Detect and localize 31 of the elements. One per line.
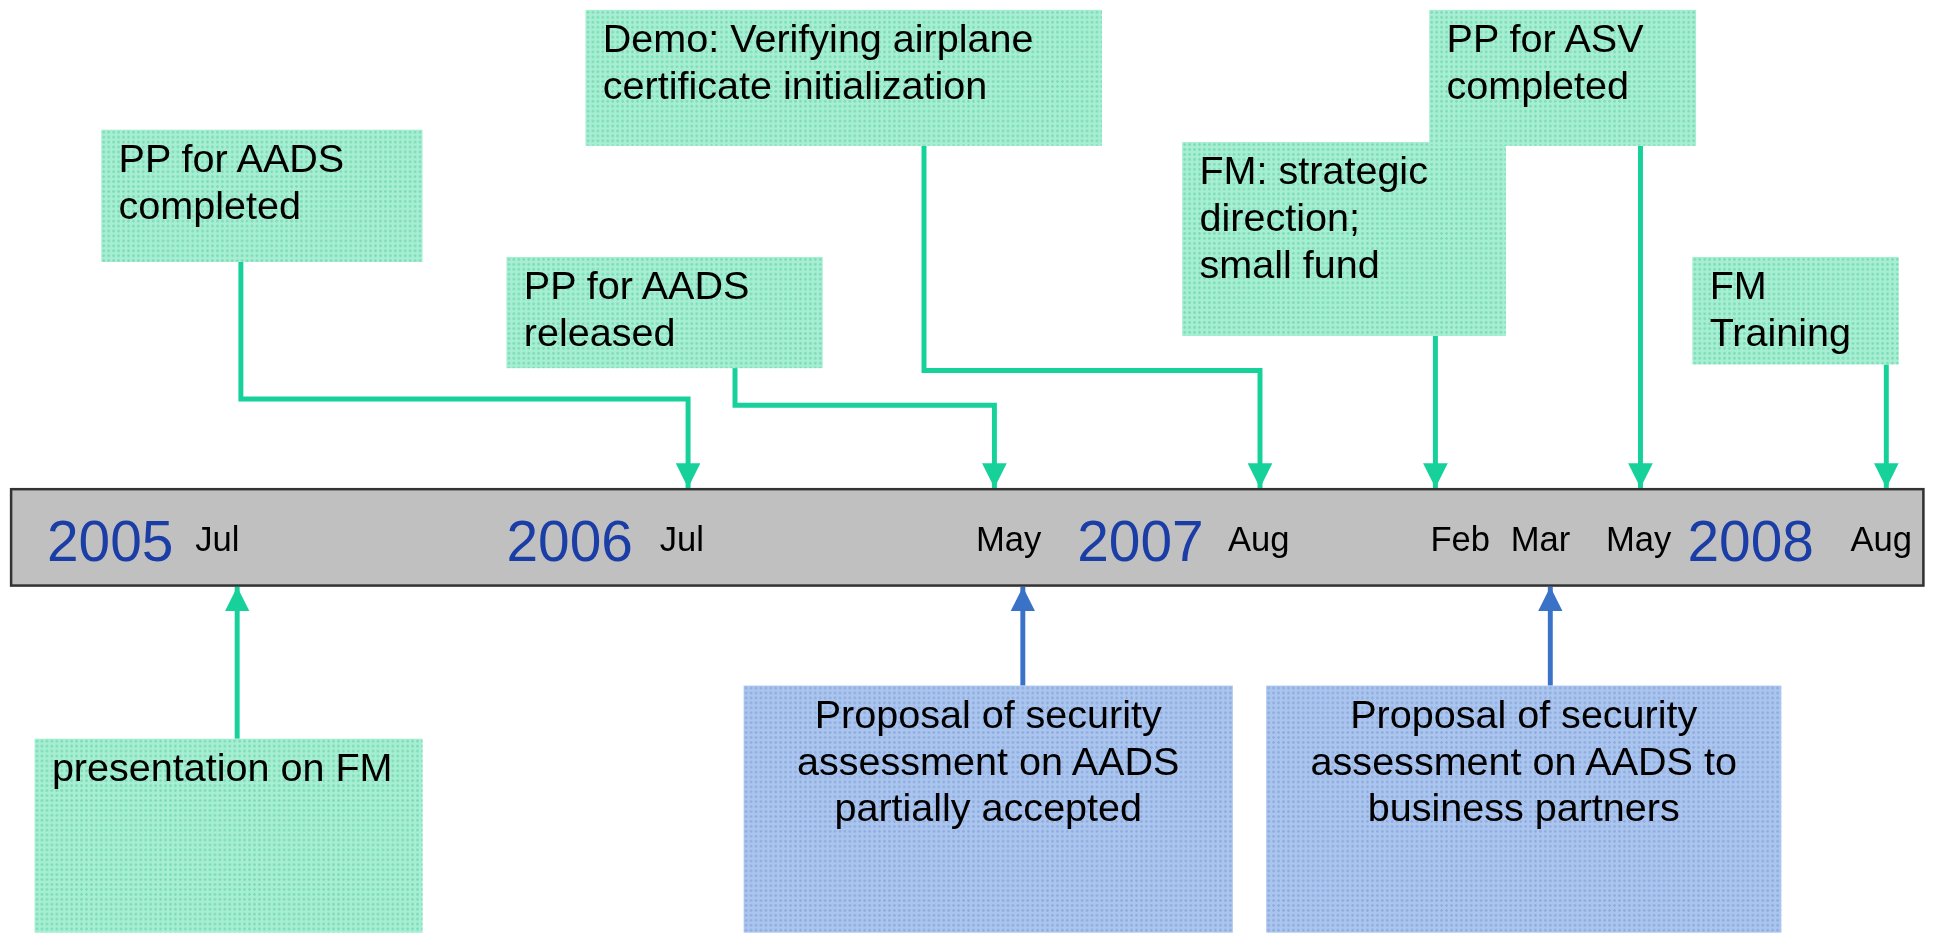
event-box: PP for AADS released	[506, 256, 823, 369]
month-label: May	[1605, 520, 1672, 560]
arrow	[1628, 145, 1653, 488]
event-box: PP for ASV completed	[1429, 9, 1697, 146]
month-label: Mar	[1510, 520, 1571, 560]
month-label: Jul	[195, 520, 240, 560]
arrow	[1010, 586, 1036, 686]
arrow	[1423, 336, 1448, 488]
month-label: Jul	[659, 520, 704, 560]
month-label: Aug	[1227, 520, 1290, 560]
arrow	[732, 368, 1007, 488]
month-label: Aug	[1850, 520, 1913, 560]
month-label: Feb	[1430, 520, 1491, 560]
year-label: 2006	[506, 507, 633, 575]
arrow	[224, 586, 250, 739]
month-label: May	[975, 520, 1042, 560]
year-label: 2007	[1077, 507, 1204, 575]
year-label: 2008	[1687, 507, 1814, 575]
event-box: Proposal of security assessment on AADS partially accepted	[743, 685, 1233, 933]
arrow	[1537, 586, 1563, 686]
event-box: FM Training	[1692, 256, 1899, 365]
year-label: 2005	[46, 507, 174, 575]
event-box: Proposal of security assessment on AADS to business partners	[1266, 685, 1782, 933]
arrow	[238, 261, 701, 488]
timeline-bar	[9, 487, 1925, 587]
arrow	[1873, 364, 1899, 488]
event-box: PP for AADS completed	[101, 129, 423, 262]
event-box: FM: strategic direction; small fund	[1182, 142, 1506, 336]
event-box: presentation on FM	[34, 738, 423, 933]
arrow	[921, 145, 1273, 488]
event-box: Demo: Verifying airplane certificate initialization	[585, 9, 1102, 146]
